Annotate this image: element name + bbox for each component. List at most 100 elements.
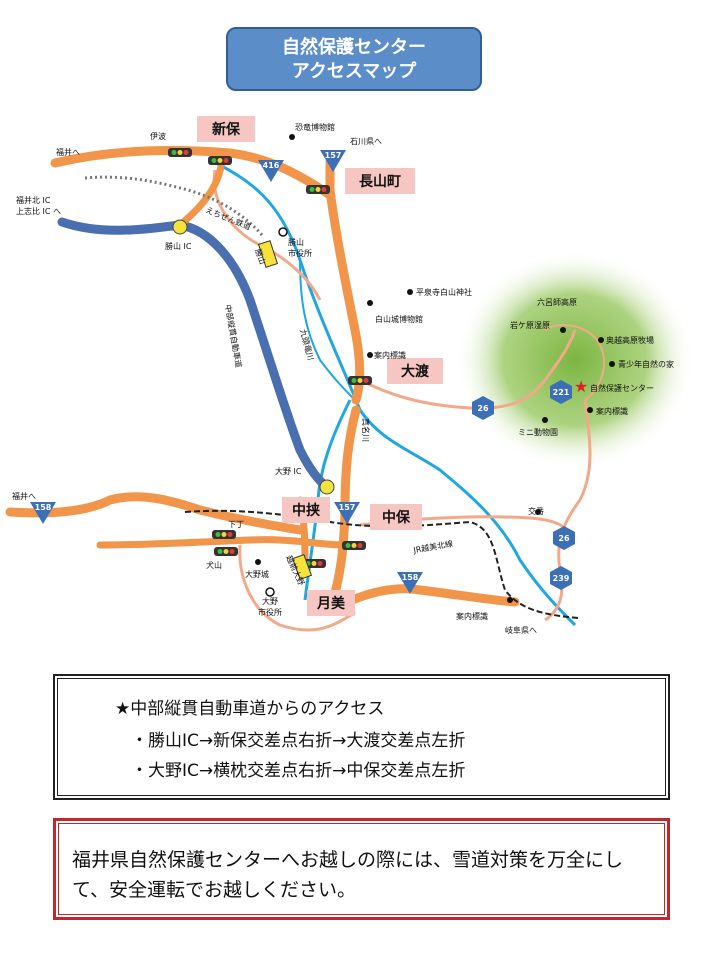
route-shield-26-left: 26: [472, 396, 494, 420]
pref-road-ring: [544, 324, 605, 401]
landmark-dot: [255, 559, 261, 565]
traffic-light-icon: [208, 156, 232, 165]
label-dinosaur-museum: 恐竜博物館: [295, 122, 335, 132]
landmark-dot: [367, 300, 373, 306]
label-ono-city-hall-1: 大野: [262, 596, 278, 606]
label-katsuyama-ic: 勝山 IC: [165, 241, 192, 251]
route-shield-239: 239: [550, 566, 572, 590]
place-box-nakahasami: 中挟: [282, 497, 330, 523]
echizen-ono-station-marker: [291, 553, 313, 581]
title-line1: 自然保護センター: [282, 37, 426, 58]
svg-text:新保: 新保: [212, 121, 241, 138]
landmark-dot: [560, 327, 566, 333]
label-annai-right: 案内標識: [596, 406, 628, 416]
landmark-dot: [609, 361, 615, 367]
label-youth-house: 青少年自然の家: [618, 359, 674, 369]
label-heisenji: 平泉寺白山神社: [416, 287, 472, 297]
ono-ic-marker: [319, 479, 335, 495]
label-annai-top: 案内標識: [374, 350, 406, 360]
route-158-east: [325, 584, 520, 615]
place-box-owatari: 大渡: [387, 358, 443, 384]
title-line2: アクセスマップ: [291, 61, 417, 82]
label-ono-city-hall-2: 市役所: [258, 607, 282, 617]
place-box-shinbo: 新保: [197, 116, 255, 142]
label-annai-bottom: 案内標識: [456, 611, 488, 621]
svg-text:416: 416: [263, 161, 280, 170]
traffic-light-icon: [168, 148, 192, 157]
route-shield-158-right: 158: [397, 572, 423, 594]
label-katsuyama-city-hall-1: 勝山: [288, 237, 304, 247]
landmark-dot: [507, 597, 513, 603]
label-echizen-railway: えちぜん鉄道: [204, 205, 252, 232]
landmark-dot: [289, 134, 295, 140]
label-fukui-he-left: 福井へ: [12, 491, 36, 501]
svg-text:26: 26: [558, 534, 570, 543]
landmark-dot: [367, 352, 373, 358]
label-okuetsu-farm: 奥越高原牧場: [606, 335, 654, 345]
route-158-west: [5, 492, 305, 535]
katsuyama-ic-road: [176, 156, 226, 229]
jr-etsumi-line: [184, 509, 579, 619]
kuzuryu-river: [209, 158, 577, 627]
snow-notice-text: 福井県自然保護センターへお越しの際には、雪道対策を万全にして、安全運転でお越しく…: [72, 849, 624, 901]
traffic-light-icon: [212, 530, 236, 539]
katsuyama-ic-marker: [172, 219, 188, 235]
svg-text:中保: 中保: [382, 509, 411, 526]
snow-notice-box: 福井県自然保護センターへお越しの際には、雪道対策を万全にして、安全運転でお越しく…: [53, 818, 670, 920]
svg-text:大渡: 大渡: [401, 363, 430, 380]
landmark-dot: [598, 337, 604, 343]
traffic-light-icon: [348, 376, 372, 385]
label-fukui-north-ic: 福井北 IC: [16, 195, 51, 205]
svg-text:239: 239: [553, 574, 570, 583]
label-iwagakoshi: 岩ケ原湿原: [510, 320, 550, 330]
label-shimocho: 下丁: [228, 520, 244, 529]
label-fukui-he-top: 福井へ: [56, 147, 80, 157]
route-shield-416: 416: [258, 160, 284, 182]
map-title: 自然保護センター アクセスマップ: [226, 27, 482, 91]
route-416: [50, 146, 335, 200]
svg-text:157: 157: [325, 151, 342, 160]
pref-road-to-center: [359, 329, 577, 410]
label-mini-zoo: ミニ動物園: [518, 427, 558, 437]
access-line-ono: ・大野IC→横枕交差点右折→中保交差点左折: [131, 761, 466, 781]
label-nature-center: 自然保護センター: [590, 383, 654, 393]
label-kouban: 交番: [528, 506, 544, 516]
landmark-dot: [407, 289, 413, 295]
label-ishikawa-he: 石川県へ: [350, 137, 382, 146]
route-shield-157-top: 157: [320, 150, 346, 172]
traffic-light-icon: [214, 547, 238, 556]
landmark-dot: [587, 407, 593, 413]
pref-road-ono-loop: [238, 544, 356, 632]
svg-text:26: 26: [477, 404, 489, 413]
place-box-nakabo: 中保: [370, 504, 422, 530]
echizen-railway: [84, 175, 264, 236]
katsuyama-station-marker: [257, 240, 279, 268]
label-gifu-he: 岐阜県へ: [505, 625, 537, 635]
svg-text:158: 158: [402, 573, 419, 582]
city-hall-icon: [278, 227, 288, 237]
label-ibo: 伊波: [150, 131, 166, 141]
chubu-expressway: [57, 217, 333, 493]
label-rokuroshi: 六呂師高原: [537, 297, 577, 307]
city-hall-icon: [265, 587, 275, 597]
label-ono-ic: 大野 IC: [275, 466, 302, 476]
label-hakusan-castle: 白山城博物館: [375, 314, 423, 324]
route-shield-157-bottom: 157: [334, 502, 360, 524]
label-magari-river: 真名川: [361, 418, 371, 442]
nature-center-star-icon: ★: [574, 377, 588, 396]
place-box-nagayamacho: 長山町: [345, 168, 415, 194]
traffic-light-icon: [342, 541, 366, 550]
access-map: 416 157 26 221 158 157 26 239 158 ★ 新保 長…: [5, 116, 695, 635]
traffic-light-icon: [306, 185, 330, 194]
route-157-north: [325, 157, 365, 405]
takinami-river: [299, 259, 356, 401]
label-chubu-expressway: 中部縦貫自動車道: [223, 304, 244, 369]
svg-text:長山町: 長山町: [359, 174, 401, 190]
label-jr-line: JR越美北線: [412, 538, 454, 555]
label-ono-castle: 大野城: [245, 569, 269, 579]
access-heading: ★中部縦貫自動車道からのアクセス: [115, 699, 385, 719]
svg-text:221: 221: [553, 388, 570, 397]
route-shield-26-bottom: 26: [553, 526, 575, 550]
ono-city-road: [96, 536, 349, 549]
pref-road-26: [544, 399, 592, 622]
